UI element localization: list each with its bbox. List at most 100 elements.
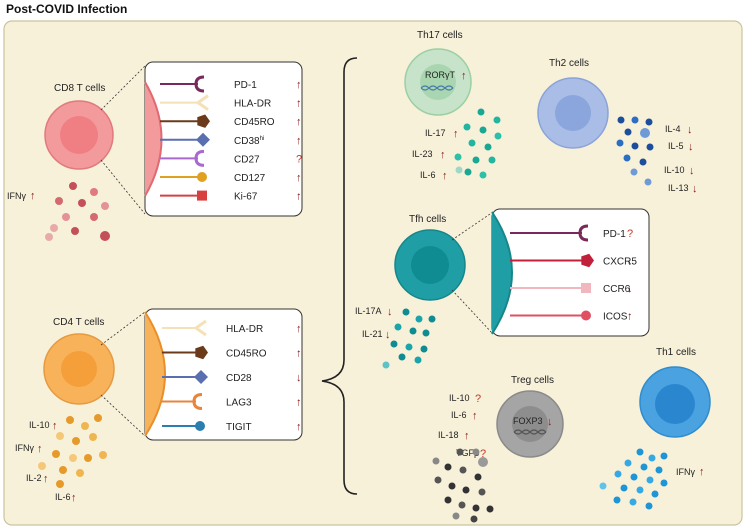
marker-label: LAG3 [226, 398, 252, 409]
treg-cytokine-list: IL-10?IL-6↑IL-18↑TGFβ? [438, 393, 486, 460]
cytokine-dot [45, 233, 53, 241]
cytokine-dot [472, 504, 480, 512]
cytokine-direction-arrow: ↑ [442, 170, 448, 182]
cytokine-direction-arrow: ↑ [464, 430, 470, 442]
cytokine-dot [660, 479, 668, 487]
cytokine-dot [484, 143, 492, 151]
cd8-label: CD8 T cells [54, 83, 105, 94]
cytokine-dot [486, 505, 494, 513]
cytokine-dot [76, 469, 84, 477]
cytokine-direction-arrow: ↓ [688, 141, 694, 153]
marker-label: CXCR5 [603, 257, 637, 268]
th1-cytokine-arrow: ↑ [699, 466, 705, 478]
cytokine-dot [422, 329, 430, 337]
cytokine-direction-arrow: ↑ [52, 420, 58, 432]
th2-group: Th2 cells IL-4↓IL-5↓IL-10↓IL-13↓ [537, 58, 698, 195]
tfh-group: Tfh cells PD-1?CXCR5↓CCR6↓ICOS↑ IL-17A↓I… [355, 208, 650, 369]
cytokine-dot [448, 482, 456, 490]
cytokine-dot [651, 490, 659, 498]
marker-label: HLA-DR [234, 99, 271, 110]
marker-direction-arrow: ↓ [296, 372, 302, 384]
cytokine-direction-arrow: ↑ [440, 149, 446, 161]
receptor-y-icon [197, 94, 209, 111]
cytokine-direction-arrow: ↑ [71, 492, 77, 504]
cytokine-dot [468, 139, 476, 147]
cytokine-dot [414, 356, 422, 364]
marker-superscript: hi [260, 136, 265, 142]
marker-label: TIGIT [226, 422, 252, 433]
cytokine-dot [488, 156, 496, 164]
marker-direction-arrow: ↑ [296, 135, 302, 147]
marker-label: PD-1 [234, 80, 257, 91]
marker-direction-arrow: ↑ [296, 98, 302, 110]
cytokine-dot [636, 448, 644, 456]
cytokine-label: IL-6 [420, 170, 436, 180]
marker-label: Ki-67 [234, 192, 258, 203]
marker-direction-arrow: ? [296, 153, 302, 165]
cytokine-label: IL-17A [355, 306, 382, 316]
cytokine-dot [101, 202, 109, 210]
cytokine-dot [62, 213, 70, 221]
cytokine-label: IL-21 [362, 329, 383, 339]
tfh-marker-list: PD-1?CXCR5↓CCR6↓ICOS↑ [510, 224, 637, 323]
cytokine-label: IL-17 [425, 128, 446, 138]
cytokine-direction-arrow: ↑ [43, 473, 49, 485]
th1-label: Th1 cells [656, 347, 696, 358]
receptor-circle-icon [581, 310, 591, 321]
cytokine-dot [78, 199, 86, 207]
cytokine-dot [645, 502, 653, 510]
th17-cytokine-dots [454, 108, 502, 179]
cytokine-dot [382, 361, 390, 369]
receptor-square-icon [581, 283, 591, 293]
th1-group: Th1 cells IFNγ ↑ [599, 347, 711, 510]
marker-label: HLA-DR [226, 324, 263, 335]
cd8-group: CD8 T cells PD-1↑HLA-DR↑CD45RO↑CD38hi↑CD… [7, 61, 303, 241]
cytokine-dot [474, 473, 482, 481]
cytokine-dot [90, 188, 98, 196]
cytokine-dot [472, 448, 480, 456]
cytokine-dot [428, 315, 436, 323]
cytokine-label: TGFβ [456, 448, 479, 458]
cytokine-dot [72, 437, 80, 445]
cytokine-direction-arrow: ↑ [37, 443, 43, 455]
cytokine-direction-arrow: ↓ [687, 124, 693, 136]
receptor-cup-icon [578, 224, 589, 242]
marker-direction-arrow: ↑ [296, 323, 302, 335]
cd8-nucleus [60, 116, 98, 154]
cytokine-dot [494, 132, 502, 140]
marker-direction-arrow: ↑ [296, 116, 302, 128]
marker-direction-arrow: ? [627, 228, 633, 240]
th17-tf-label: RORγT [425, 70, 455, 80]
cytokine-dot [470, 515, 478, 523]
cd8-cytokine-dots [45, 182, 110, 241]
cytokine-direction-arrow: ↑ [453, 128, 459, 140]
marker-label: PD-1 [603, 229, 626, 240]
cytokine-dot [81, 422, 89, 430]
treg-cytokine-dots [432, 448, 494, 523]
cytokine-dot [614, 470, 622, 478]
cd8-cytokine-arrow: ↑ [30, 190, 36, 202]
cytokine-dot [479, 126, 487, 134]
cytokine-label: IL-2 [26, 473, 42, 483]
cytokine-dot [630, 168, 638, 176]
cytokine-dot [631, 142, 639, 150]
cytokine-label: IFNγ [15, 443, 34, 453]
cytokine-dot [100, 231, 110, 241]
cytokine-dot [464, 168, 472, 176]
cytokine-dot [630, 473, 638, 481]
receptor-square-icon [197, 190, 207, 201]
th2-nucleus [555, 95, 591, 131]
cytokine-dot [644, 178, 652, 186]
cytokine-dot [432, 457, 440, 465]
marker-direction-arrow: ↑ [627, 311, 633, 323]
cytokine-dot [55, 197, 63, 205]
marker-direction-arrow: ↑ [296, 421, 302, 433]
cytokine-direction-arrow: ? [475, 393, 481, 405]
cytokine-dot [624, 459, 632, 467]
th1-cytokine-dots [599, 448, 668, 510]
cytokine-dot [640, 463, 648, 471]
cytokine-dot [639, 158, 647, 166]
tfh-cytokine-list: IL-17A↓IL-21↓ [355, 306, 393, 341]
cytokine-dot [398, 353, 406, 361]
